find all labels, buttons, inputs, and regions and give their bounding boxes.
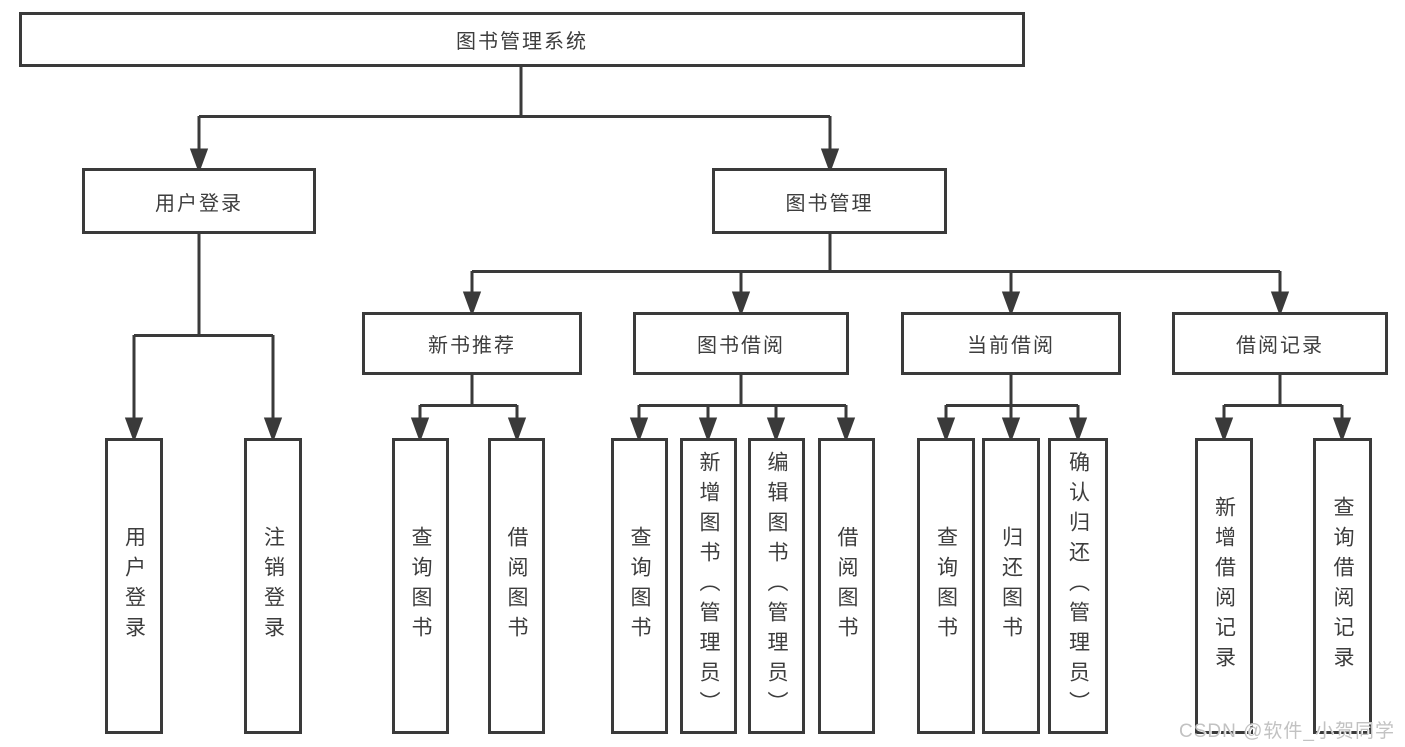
node-library-system: 图书管理系统 bbox=[19, 12, 1025, 67]
connector-current-borrowing-to-leaves bbox=[936, 375, 1088, 443]
connector-new-book-recommend-to-leaves bbox=[410, 375, 527, 443]
leaf-borrow-books: 借阅图书 bbox=[818, 438, 875, 734]
arrowhead-icon bbox=[1001, 417, 1021, 443]
arrowhead-icon bbox=[698, 417, 718, 443]
arrowhead-icon bbox=[1001, 291, 1021, 317]
arrowhead-icon bbox=[1214, 417, 1234, 443]
node-label: 确认归还（管理员） bbox=[1066, 451, 1090, 721]
connector-root-to-level2 bbox=[189, 67, 840, 174]
node-label: 归还图书 bbox=[999, 526, 1023, 646]
node-label: 新增图书（管理员） bbox=[697, 451, 720, 721]
csdn-watermark: CSDN @软件_小贺同学 bbox=[1179, 721, 1395, 742]
arrowhead-icon bbox=[189, 148, 209, 174]
arrowhead-icon bbox=[820, 148, 840, 174]
node-borrowing-records: 借阅记录 bbox=[1172, 312, 1388, 375]
leaf-query-borrow-record: 查询借阅记录 bbox=[1313, 438, 1372, 734]
node-label: 借阅图书 bbox=[835, 526, 858, 646]
node-label: 图书借阅 bbox=[697, 335, 785, 357]
node-label: 查询图书 bbox=[628, 526, 651, 646]
arrowhead-icon bbox=[462, 291, 482, 317]
node-label: 查询图书 bbox=[409, 526, 432, 646]
arrowhead-icon bbox=[731, 291, 751, 317]
node-user-login: 用户登录 bbox=[82, 168, 316, 234]
leaf-confirm-return-admin: 确认归还（管理员） bbox=[1048, 438, 1108, 734]
leaf-add-books-admin: 新增图书（管理员） bbox=[680, 438, 737, 734]
node-book-borrowing: 图书借阅 bbox=[633, 312, 849, 375]
leaf-return-books: 归还图书 bbox=[982, 438, 1040, 734]
arrowhead-icon bbox=[1332, 417, 1352, 443]
node-label: 查询图书 bbox=[934, 526, 958, 646]
node-label: 图书管理系统 bbox=[456, 31, 588, 53]
leaf-user-login: 用户登录 bbox=[105, 438, 163, 734]
leaf-add-borrow-record: 新增借阅记录 bbox=[1195, 438, 1253, 734]
node-new-book-recommend: 新书推荐 bbox=[362, 312, 582, 375]
connector-book-borrowing-to-leaves bbox=[629, 375, 856, 443]
leaf-query-books-borrow: 查询图书 bbox=[611, 438, 668, 734]
arrowhead-icon bbox=[1270, 291, 1290, 317]
node-label: 新增借阅记录 bbox=[1212, 496, 1236, 676]
arrowhead-icon bbox=[766, 417, 786, 443]
node-current-borrowing: 当前借阅 bbox=[901, 312, 1121, 375]
node-label: 查询借阅记录 bbox=[1331, 496, 1354, 676]
node-label: 用户登录 bbox=[155, 192, 243, 215]
arrowhead-icon bbox=[507, 417, 527, 443]
arrowhead-icon bbox=[124, 417, 144, 443]
leaf-query-books-current: 查询图书 bbox=[917, 438, 975, 734]
node-label: 编辑图书（管理员） bbox=[765, 451, 788, 721]
arrowhead-icon bbox=[263, 417, 283, 443]
leaf-query-books-recommend: 查询图书 bbox=[392, 438, 449, 734]
node-label: 图书管理 bbox=[785, 192, 874, 215]
node-label: 新书推荐 bbox=[428, 335, 516, 357]
node-label: 用户登录 bbox=[122, 526, 146, 646]
connector-user-login-to-leaves bbox=[124, 234, 283, 443]
leaf-borrow-books-recommend: 借阅图书 bbox=[488, 438, 545, 734]
arrowhead-icon bbox=[936, 417, 956, 443]
leaf-logout: 注销登录 bbox=[244, 438, 302, 734]
arrowhead-icon bbox=[410, 417, 430, 443]
arrowhead-icon bbox=[629, 417, 649, 443]
node-label: 借阅记录 bbox=[1236, 335, 1324, 357]
node-book-management: 图书管理 bbox=[712, 168, 947, 234]
node-label: 借阅图书 bbox=[505, 526, 528, 646]
connector-book-management-to-level3 bbox=[462, 234, 1290, 317]
leaf-edit-books-admin: 编辑图书（管理员） bbox=[748, 438, 805, 734]
node-label: 当前借阅 bbox=[967, 335, 1055, 357]
arrowhead-icon bbox=[1068, 417, 1088, 443]
node-label: 注销登录 bbox=[261, 526, 285, 646]
arrowhead-icon bbox=[836, 417, 856, 443]
connector-borrowing-records-to-leaves bbox=[1214, 375, 1352, 443]
